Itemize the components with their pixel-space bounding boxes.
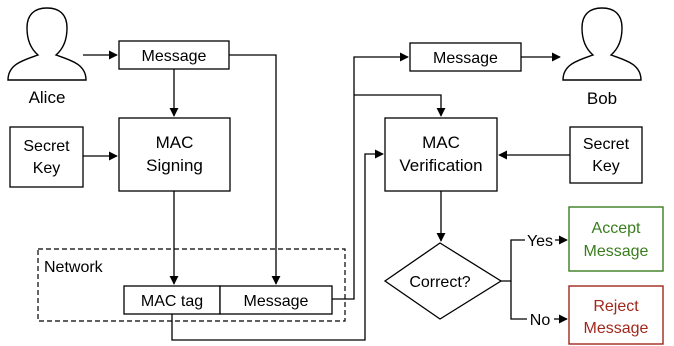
mac-verification-line2: Verification <box>399 156 482 175</box>
yes-label: Yes <box>527 233 553 250</box>
sender-message-box: Message <box>118 40 230 70</box>
alice-label: Alice <box>29 88 66 107</box>
network-label: Network <box>44 259 104 276</box>
mac-verification-line1: MAC <box>422 133 460 152</box>
sender-secret-key-box: Secret Key <box>9 126 84 188</box>
sender-secret-key-line1: Secret <box>23 138 70 155</box>
decision-diamond: Correct? <box>383 242 503 320</box>
mac-verification-box: MAC Verification <box>384 117 498 192</box>
mac-signing-line1: MAC <box>156 133 194 152</box>
receiver-secret-key-box: Secret Key <box>569 126 643 184</box>
network-mac-tag-label: MAC tag <box>141 293 203 310</box>
decision-label: Correct? <box>409 274 470 291</box>
reject-message-box: Reject Message <box>568 285 664 345</box>
sender-secret-key-line2: Key <box>33 160 61 177</box>
reject-line2: Message <box>584 320 649 337</box>
accept-line2: Message <box>584 243 649 260</box>
receiver-message-box: Message <box>409 42 522 72</box>
accept-message-box: Accept Message <box>568 206 664 272</box>
receiver-message-label: Message <box>433 50 498 67</box>
alice-icon <box>7 7 87 81</box>
mac-signing-box: MAC Signing <box>118 117 231 192</box>
accept-line1: Accept <box>592 220 641 237</box>
bob-label: Bob <box>587 89 617 108</box>
sender-message-label: Message <box>142 48 207 65</box>
receiver-secret-key-line2: Key <box>592 158 620 175</box>
bob-icon <box>562 7 642 81</box>
mac-signing-line2: Signing <box>146 156 203 175</box>
reject-line1: Reject <box>593 298 639 315</box>
receiver-secret-key-line1: Secret <box>583 136 630 153</box>
network-packet: MAC tag Message <box>123 285 333 315</box>
connectors <box>83 50 570 341</box>
network-message-label: Message <box>244 293 309 310</box>
no-label: No <box>530 312 551 329</box>
network-region: Network <box>37 248 346 322</box>
